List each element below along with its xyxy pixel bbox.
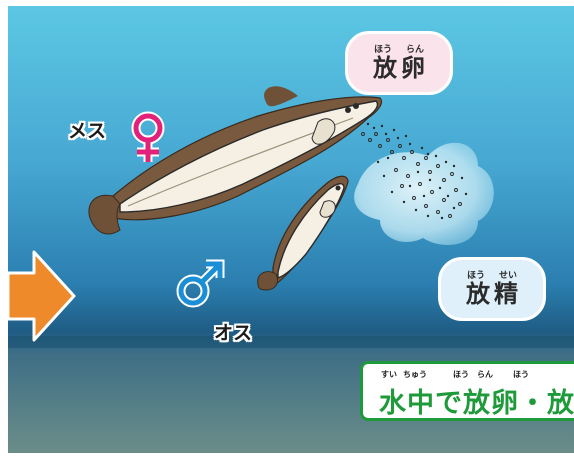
male-symbol-icon — [176, 259, 225, 308]
female-body — [119, 100, 379, 213]
milt-cloud — [354, 142, 494, 245]
ruby-text: ほう — [453, 370, 469, 379]
ruby-text: ほう — [466, 271, 485, 281]
male-eye — [335, 185, 341, 191]
badge-char: 放 — [466, 280, 490, 308]
female-tail — [88, 194, 121, 235]
male-pectoral-fin — [319, 200, 336, 218]
spawning-badge: ほう らん 放 卵 — [345, 31, 453, 95]
female-pectoral-fin — [311, 118, 336, 145]
female-flounder — [88, 86, 383, 235]
right-arrow-icon — [8, 250, 76, 342]
badge-char: 卵 — [401, 54, 425, 82]
caption-box: すい ちゅう ほう らん ほう 水中で放卵・放精 — [360, 361, 574, 421]
egg-particles — [361, 132, 462, 218]
caption-ruby: すい ちゅう ほう らん ほう — [381, 369, 537, 380]
male-label: オス — [214, 322, 253, 344]
scene-graphics — [8, 6, 574, 453]
milt-label: 放 精 — [466, 281, 518, 307]
caption-text: 水中で放卵・放精 — [379, 388, 574, 419]
male-flounder — [257, 175, 349, 291]
badge-char: 放 — [373, 54, 397, 82]
female-symbol-icon — [131, 111, 165, 162]
ruby-text: すい — [381, 370, 397, 379]
female-eye — [345, 107, 351, 113]
ruby-text: ちゅう — [403, 370, 427, 379]
milt-badge: ほう せい 放 精 — [438, 257, 546, 321]
ruby-text: せい — [499, 271, 518, 281]
ruby-text: らん — [477, 370, 493, 379]
female-label: メス — [68, 120, 107, 142]
milt-particles — [366, 122, 468, 220]
ruby-text: ほう — [373, 45, 392, 55]
underwater-scene: ほう らん 放 卵 ほう せい 放 精 メス オス すい ちゅう — [8, 6, 574, 453]
spawning-label: 放 卵 — [373, 55, 425, 81]
spawning-ruby: ほう らん — [374, 45, 424, 55]
ruby-text: ほう — [513, 370, 529, 379]
male-tail — [257, 271, 279, 291]
milt-ruby: ほう せい — [467, 271, 517, 281]
female-dorsal-fin-front — [264, 86, 298, 107]
seafloor-shadow — [8, 336, 574, 348]
badge-char: 精 — [494, 280, 518, 308]
female-eye-2 — [353, 103, 359, 109]
ruby-text: らん — [406, 45, 425, 55]
